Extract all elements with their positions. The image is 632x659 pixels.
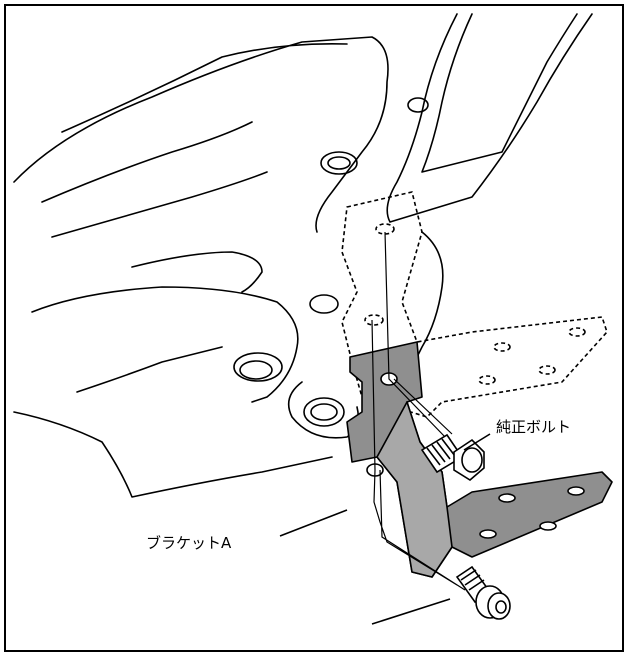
body-oval-slot xyxy=(303,397,345,427)
body-lower-rail xyxy=(411,231,444,368)
guide-line-lower xyxy=(371,319,466,591)
leader-bracket-a xyxy=(279,509,348,537)
bracket-hole-5 xyxy=(479,529,497,539)
body-panel-edge-4 xyxy=(131,251,263,293)
dashed-hole-4 xyxy=(568,327,586,337)
body-panel-upper xyxy=(13,36,389,233)
dashed-hole-5 xyxy=(478,375,496,385)
body-side-rail-inner xyxy=(421,13,578,173)
dashed-hole-3 xyxy=(493,342,511,352)
body-hole-1-inner xyxy=(327,156,351,170)
body-oval-slot-inner xyxy=(310,403,338,421)
installation-diagram xyxy=(13,13,613,625)
leader-genuine-bolt xyxy=(463,433,491,451)
body-side-rail xyxy=(386,13,593,223)
body-panel-lower xyxy=(13,411,333,498)
body-hole-3-inner xyxy=(239,360,273,380)
dashed-hole-1 xyxy=(375,223,395,235)
bolt-upper-head-face xyxy=(461,447,483,473)
bolt-lower-thread xyxy=(460,569,485,591)
dashed-hole-2 xyxy=(364,314,384,326)
bracket-hole-3 xyxy=(498,493,516,503)
body-panel-edge-2 xyxy=(41,121,253,203)
original-bracket-dashed xyxy=(341,191,608,418)
genuine-bolt-label: 純正ボルト xyxy=(496,418,572,436)
body-panel-edge-3 xyxy=(51,171,268,238)
body-hole-4 xyxy=(407,97,429,113)
body-hole-3 xyxy=(233,352,283,382)
body-hole-2 xyxy=(309,294,339,314)
diagram-frame: 純正ボルト ブラケットA xyxy=(4,4,624,652)
guide-line-upper xyxy=(384,231,453,440)
body-hole-1 xyxy=(320,151,358,175)
bracket-hole-4 xyxy=(567,486,585,496)
bolt-lower-socket xyxy=(495,600,507,614)
lower-bolt xyxy=(455,565,511,620)
genuine-bolt xyxy=(420,433,485,481)
bracket-hole-6 xyxy=(539,521,557,531)
body-panel-ridge xyxy=(31,286,299,403)
leader-lower-bolt xyxy=(371,598,451,625)
body-panel-edge-1 xyxy=(61,42,348,133)
bracket-a-label: ブラケットA xyxy=(146,534,232,552)
body-panel-edge-5 xyxy=(76,346,223,393)
dashed-hole-6 xyxy=(538,365,556,375)
bolt-upper-thread xyxy=(426,438,456,466)
